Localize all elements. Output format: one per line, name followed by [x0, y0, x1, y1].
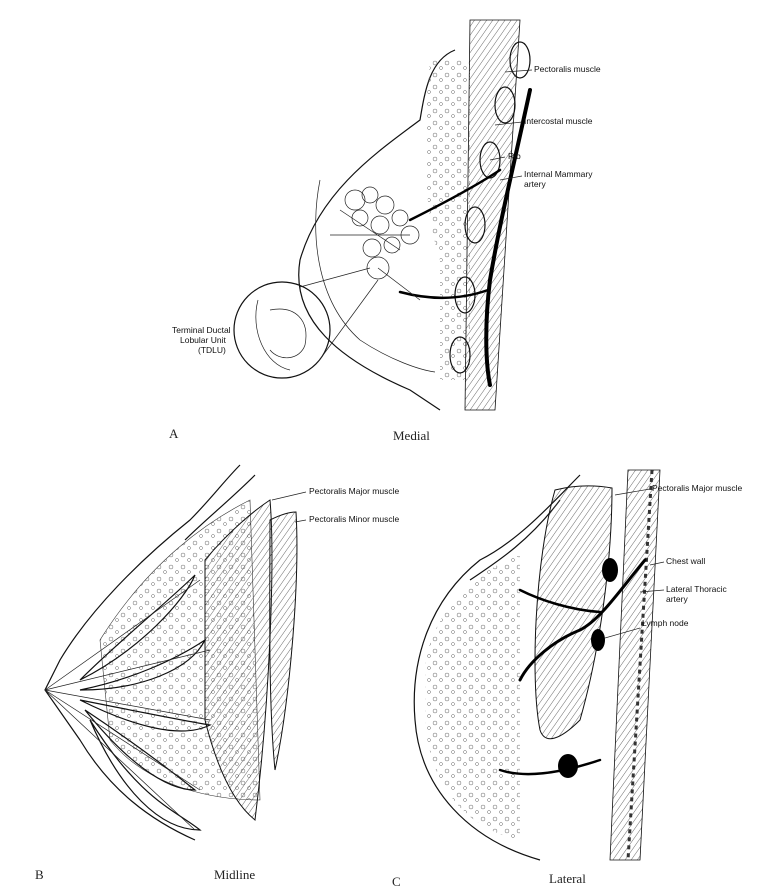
label-lateral-thoracic: Lateral Thoracic: [666, 584, 728, 594]
lymph-node-upper: [602, 558, 618, 582]
label-intercostal-muscle: Intercostal muscle: [524, 116, 593, 126]
panel-b-caption: Midline: [214, 867, 255, 882]
label-tdlu-line3: (TDLU): [198, 345, 226, 355]
label-lymph-node: Lymph node: [642, 618, 689, 628]
label-b-pectoralis-minor: Pectoralis Minor muscle: [309, 514, 399, 524]
panel-a-letter: A: [169, 426, 179, 441]
label-tdlu-line1: Terminal Ductal: [172, 325, 231, 335]
panel-c-drawing: [414, 470, 660, 860]
panel-b-drawing: [45, 465, 297, 840]
label-pectoralis-muscle: Pectoralis muscle: [534, 64, 601, 74]
label-internal-mammary: Internal Mammary: [524, 169, 593, 179]
panel-a-drawing: [234, 20, 530, 410]
panel-a-medial: Pectoralis muscle Intercostal muscle Rib…: [169, 20, 601, 443]
label-rib: Rib: [508, 151, 521, 161]
lymph-node-lower: [558, 754, 578, 778]
panel-c-lateral: Pectoralis Major muscle Chest wall Later…: [392, 470, 742, 889]
label-c-pectoralis-major: Pectoralis Major muscle: [652, 483, 742, 493]
panel-c-letter: C: [392, 874, 401, 889]
label-chest-wall: Chest wall: [666, 556, 705, 566]
label-lateral-thoracic-artery: artery: [666, 594, 688, 604]
label-b-pectoralis-major: Pectoralis Major muscle: [309, 486, 399, 496]
panel-c-caption: Lateral: [549, 871, 586, 886]
panel-b-letter: B: [35, 867, 44, 882]
panel-a-lobules: [330, 187, 420, 300]
label-tdlu-line2: Lobular Unit: [180, 335, 226, 345]
label-internal-mammary-artery: artery: [524, 179, 546, 189]
panel-a-caption: Medial: [393, 428, 430, 443]
panel-b-midline: Pectoralis Major muscle Pectoralis Minor…: [35, 465, 399, 882]
lymph-node-middle: [591, 629, 605, 651]
tdlu-magnifier: [234, 282, 330, 378]
